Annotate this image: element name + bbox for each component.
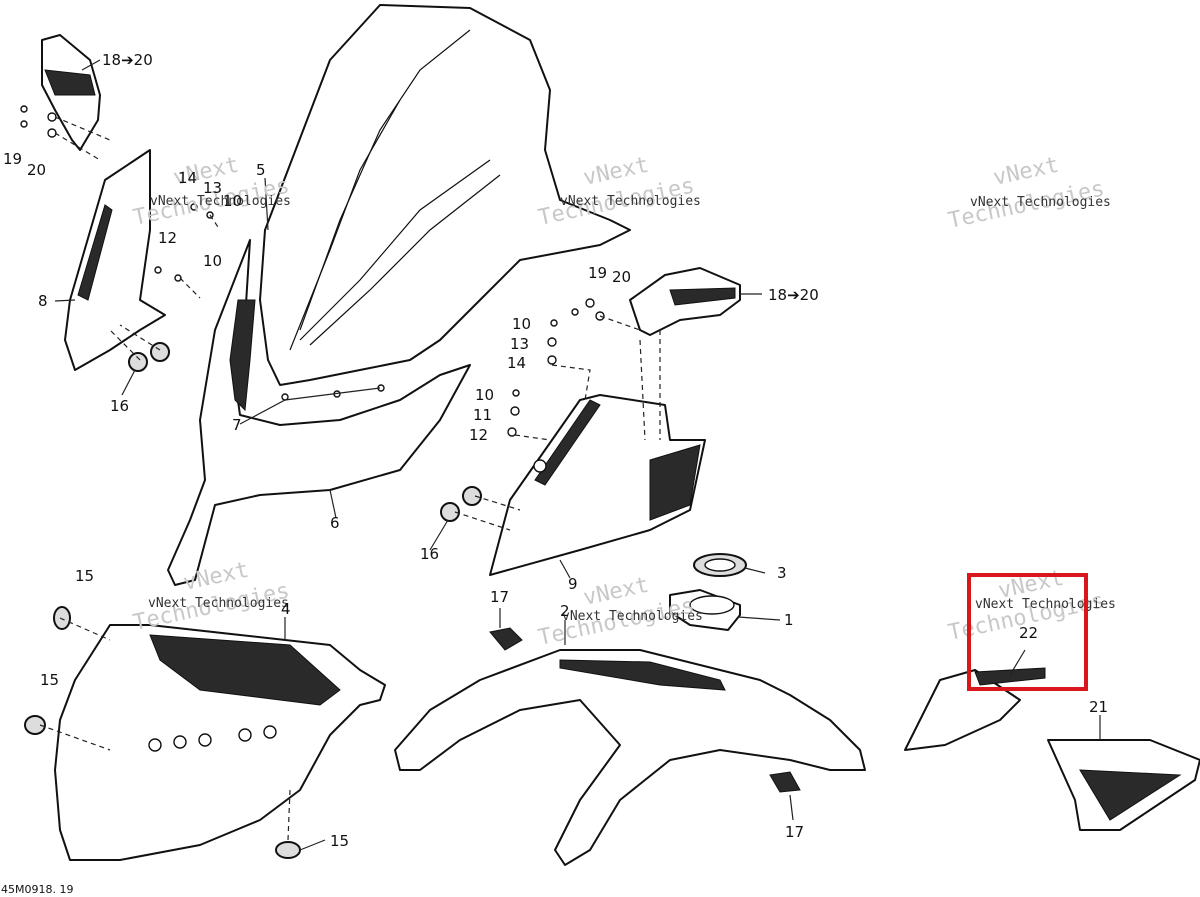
callout-4: 4 <box>281 600 291 618</box>
hardware <box>20 105 605 473</box>
clip-part-17[interactable] <box>489 627 801 793</box>
callout-15-bottom: 15 <box>330 832 349 850</box>
svg-text:vNext Technologies: vNext Technologies <box>562 609 703 624</box>
callout-18-20-left: 18➔20 <box>102 51 153 69</box>
callout-7: 7 <box>232 416 242 434</box>
nose-part-4[interactable] <box>54 624 386 861</box>
callout-11: 11 <box>473 406 492 424</box>
callout-14-right: 14 <box>507 354 526 372</box>
callout-13-left: 13 <box>203 179 222 197</box>
leader-lines <box>54 59 1101 851</box>
lower-fairing-part-2[interactable] <box>394 649 866 866</box>
svg-text:vNext: vNext <box>991 153 1061 191</box>
svg-text:vNext Technologies: vNext Technologies <box>560 194 701 209</box>
callout-20-left: 20 <box>27 161 46 179</box>
right-mirror-part-18[interactable] <box>629 267 741 336</box>
callout-1: 1 <box>784 611 794 629</box>
callout-10-right: 10 <box>475 386 494 404</box>
svg-text:vNext Technologies: vNext Technologies <box>970 195 1111 210</box>
callout-21: 21 <box>1089 698 1108 716</box>
bezel-part-1[interactable] <box>669 589 741 631</box>
callout-6: 6 <box>330 514 340 532</box>
ring-part-3[interactable] <box>693 553 747 577</box>
callout-10-right-top: 10 <box>512 315 531 333</box>
assembly-lines <box>39 116 661 841</box>
callout-15-left: 15 <box>40 671 59 689</box>
svg-text:vNext Technologies: vNext Technologies <box>975 597 1116 612</box>
callout-19-left: 19 <box>3 150 22 168</box>
svg-text:vNext Technologies: vNext Technologies <box>150 194 291 209</box>
callout-10-left-top: 10 <box>223 192 242 210</box>
right-panel-part-9[interactable] <box>489 394 706 576</box>
callout-17-top: 17 <box>490 588 509 606</box>
callout-18-20-right: 18➔20 <box>768 286 819 304</box>
callout-5: 5 <box>256 161 266 179</box>
callout-16-right: 16 <box>420 545 439 563</box>
callout-19-right: 19 <box>588 264 607 282</box>
callout-9: 9 <box>568 575 578 593</box>
side-deflector-part-21[interactable] <box>1047 739 1200 831</box>
windshield-part-5[interactable] <box>259 4 631 386</box>
highlight-box-part-22 <box>967 573 1088 691</box>
svg-text:vNext Technologies: vNext Technologies <box>148 596 289 611</box>
callout-12-right: 12 <box>469 426 488 444</box>
callout-labels: 18➔20 19 20 14 13 10 5 12 10 8 16 7 6 19… <box>1 51 1108 896</box>
callout-15-top: 15 <box>75 567 94 585</box>
callout-17-bottom: 17 <box>785 823 804 841</box>
callout-13-right: 13 <box>510 335 529 353</box>
callout-22: 22 <box>1019 624 1038 642</box>
left-mirror-part-18[interactable] <box>41 34 101 151</box>
callout-16-left: 16 <box>110 397 129 415</box>
callout-14-left: 14 <box>178 169 197 187</box>
deflector-part-22[interactable] <box>904 667 1046 751</box>
callout-10-left: 10 <box>203 252 222 270</box>
left-support-part-8[interactable] <box>64 149 166 371</box>
callout-2: 2 <box>560 602 570 620</box>
callout-8: 8 <box>38 292 48 310</box>
callout-3: 3 <box>777 564 787 582</box>
frame-part-6[interactable] <box>167 239 471 586</box>
callout-12-left: 12 <box>158 229 177 247</box>
callout-20-right: 20 <box>612 268 631 286</box>
diagram-code: 45M0918. 19 <box>1 883 73 896</box>
